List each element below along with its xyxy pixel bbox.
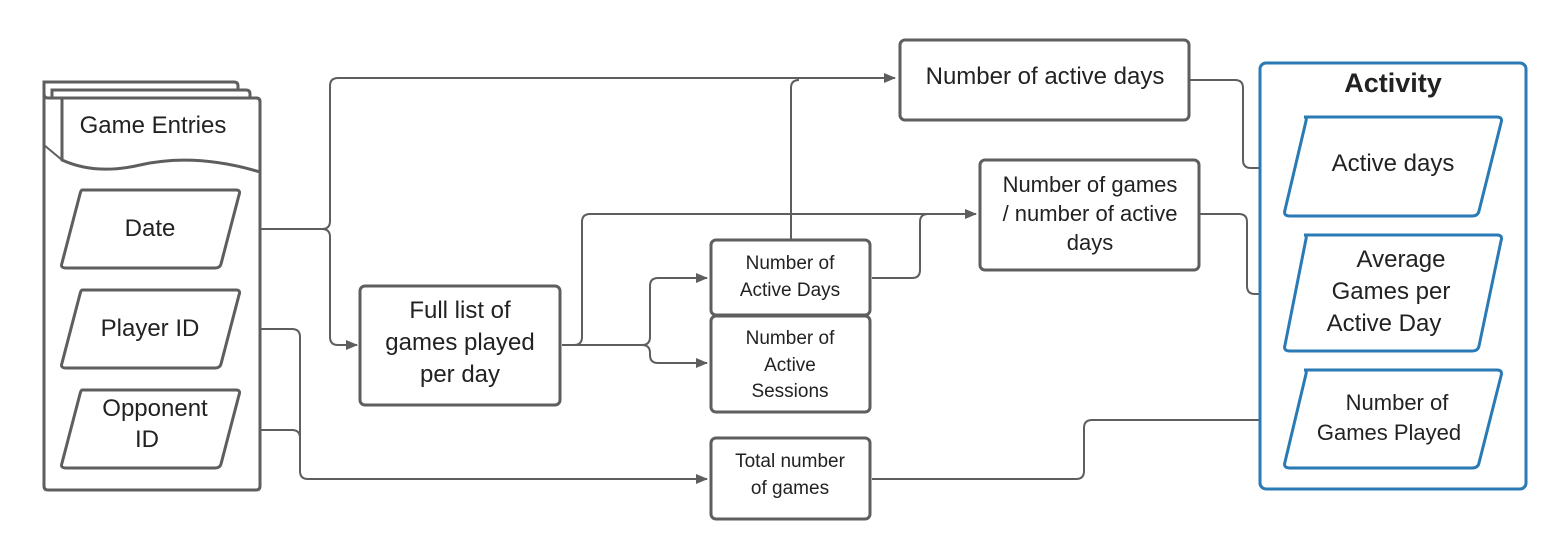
connectors bbox=[232, 73, 1293, 484]
full-list-line3: per day bbox=[420, 361, 500, 388]
active-days-count-line2: Active Days bbox=[740, 280, 840, 301]
active-sessions-line2: Active bbox=[764, 355, 816, 376]
process-games-per-active-days[interactable]: Number of games / number of active days bbox=[978, 158, 1201, 272]
connector-games-per-day-to-output bbox=[1200, 213, 1293, 299]
connector-total-games-to-output bbox=[872, 415, 1291, 480]
games-per-active-days-line1: Number of games bbox=[1003, 172, 1178, 197]
active-days-count-line1: Number of bbox=[746, 253, 835, 274]
date-label: Date bbox=[125, 215, 176, 242]
process-full-list[interactable]: Full list of games played per day bbox=[358, 284, 562, 407]
connector-date-to-full-list bbox=[321, 228, 358, 350]
connector-date-to-active-days bbox=[232, 73, 896, 230]
document-stack-edge bbox=[43, 144, 63, 161]
output-active-days-label: Active days bbox=[1332, 150, 1455, 177]
connector-opponent-id-to-total-games bbox=[232, 429, 301, 439]
process-active-days-count[interactable]: Number of Active Days bbox=[709, 238, 872, 317]
process-active-sessions[interactable]: Number of Active Sessions bbox=[709, 314, 872, 414]
activity-title: Activity bbox=[1344, 68, 1442, 98]
player-id-label: Player ID bbox=[101, 315, 200, 342]
process-number-active-days[interactable]: Number of active days bbox=[898, 38, 1191, 122]
game-entries-label: Game Entries bbox=[80, 112, 227, 139]
number-active-days-label: Number of active days bbox=[926, 63, 1165, 90]
opponent-id-label-line1: Opponent bbox=[102, 395, 208, 422]
games-per-active-days-line2: / number of active bbox=[1003, 201, 1178, 226]
opponent-id-label-line2: ID bbox=[135, 426, 159, 453]
connector-active-days-to-output bbox=[1190, 79, 1291, 173]
game-entries-header bbox=[60, 96, 262, 175]
output-games-played-line1: Number of bbox=[1346, 390, 1450, 415]
full-list-line1: Full list of bbox=[409, 297, 511, 324]
connector-full-list-to-active-sessions bbox=[641, 344, 708, 368]
full-list-line2: games played bbox=[385, 329, 534, 356]
output-active-days[interactable]: Active days bbox=[1283, 115, 1503, 218]
output-average-line1: Average bbox=[1357, 246, 1446, 273]
connector-full-list-to-active-days-count bbox=[574, 273, 708, 346]
output-games-played-line2: Games Played bbox=[1317, 420, 1461, 445]
total-games-line2: of games bbox=[751, 478, 829, 499]
output-average-games[interactable]: Average Games per Active Day bbox=[1283, 233, 1503, 353]
process-total-games[interactable]: Total number of games bbox=[709, 436, 872, 521]
output-games-played[interactable]: Number of Games Played bbox=[1283, 368, 1503, 470]
connector-active-days-count-to-games-per-day bbox=[872, 213, 929, 279]
input-date[interactable]: Date bbox=[60, 188, 242, 270]
active-sessions-line1: Number of bbox=[746, 328, 835, 349]
connector-player-id-to-total-games bbox=[232, 328, 708, 484]
input-player-id[interactable]: Player ID bbox=[60, 288, 242, 370]
output-average-line3: Active Day bbox=[1327, 310, 1442, 337]
output-average-line2: Games per bbox=[1332, 278, 1451, 305]
connector-active-days-count-to-active-days bbox=[790, 79, 800, 240]
games-per-active-days-line3: days bbox=[1067, 230, 1113, 255]
active-sessions-line3: Sessions bbox=[751, 381, 828, 402]
input-opponent-id[interactable]: Opponent ID bbox=[60, 388, 242, 470]
total-games-line1: Total number bbox=[735, 451, 846, 472]
